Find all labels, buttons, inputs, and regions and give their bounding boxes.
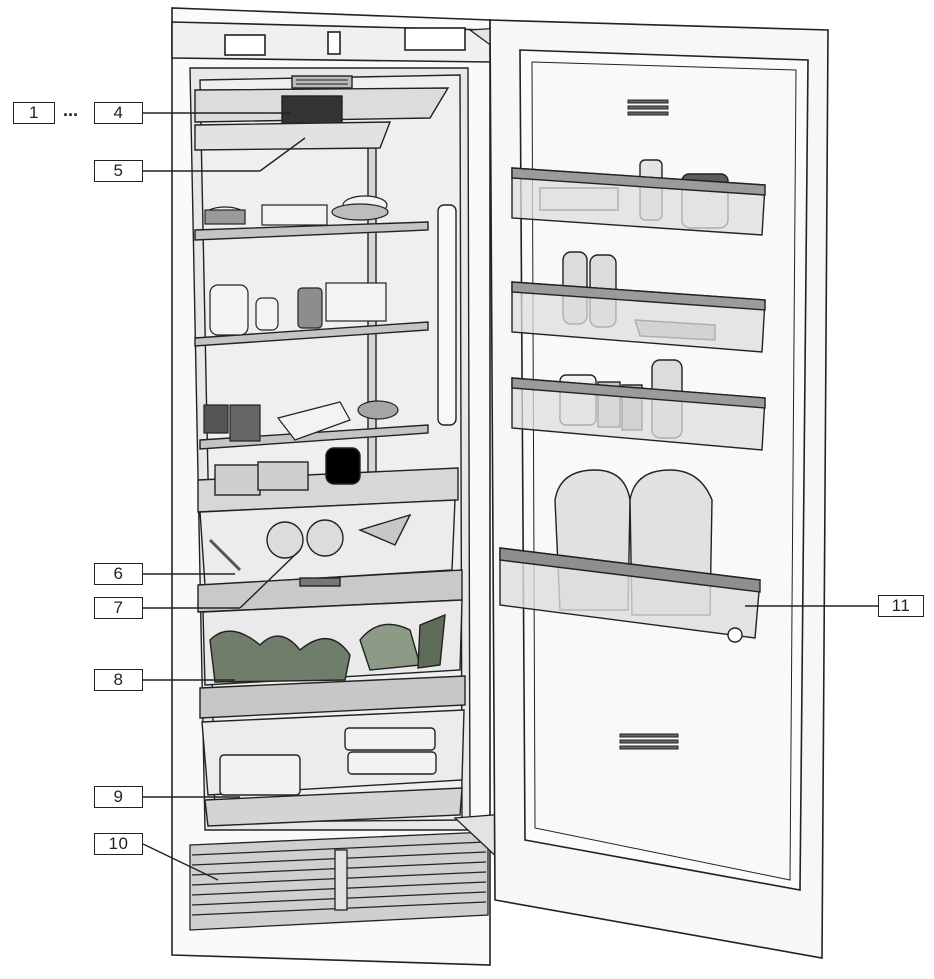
callout-range-separator: ... xyxy=(63,100,79,120)
vegetable-drawer xyxy=(199,599,466,719)
callout-10: 10 xyxy=(94,833,143,855)
meat-drawer xyxy=(201,709,465,827)
door-bins xyxy=(499,159,766,643)
callout-7: 7 xyxy=(94,597,143,619)
callout-5-label: 5 xyxy=(113,161,124,180)
callout-4: 4 xyxy=(94,102,143,124)
callout-1: 1 xyxy=(13,102,55,124)
shelf-food-items xyxy=(203,195,399,442)
callout-6: 6 xyxy=(94,563,143,585)
callout-8-label: 8 xyxy=(113,670,124,689)
callout-4-label: 4 xyxy=(113,103,124,122)
callout-11-label: 11 xyxy=(891,596,911,615)
callout-9-label: 9 xyxy=(113,787,124,806)
callout-9: 9 xyxy=(94,786,143,808)
callout-8: 8 xyxy=(94,669,143,691)
callout-10-label: 10 xyxy=(108,834,129,853)
callout-5: 5 xyxy=(94,160,143,182)
chill-drawer xyxy=(197,447,463,613)
callout-6-label: 6 xyxy=(113,564,124,583)
callout-11: 11 xyxy=(878,595,924,617)
callout-1-label: 1 xyxy=(29,103,39,122)
control-panel xyxy=(194,75,450,151)
callout-7-label: 7 xyxy=(113,598,124,617)
glass-shelves xyxy=(194,221,429,450)
ventilation-grille xyxy=(189,831,489,931)
leader-lines xyxy=(142,112,878,881)
